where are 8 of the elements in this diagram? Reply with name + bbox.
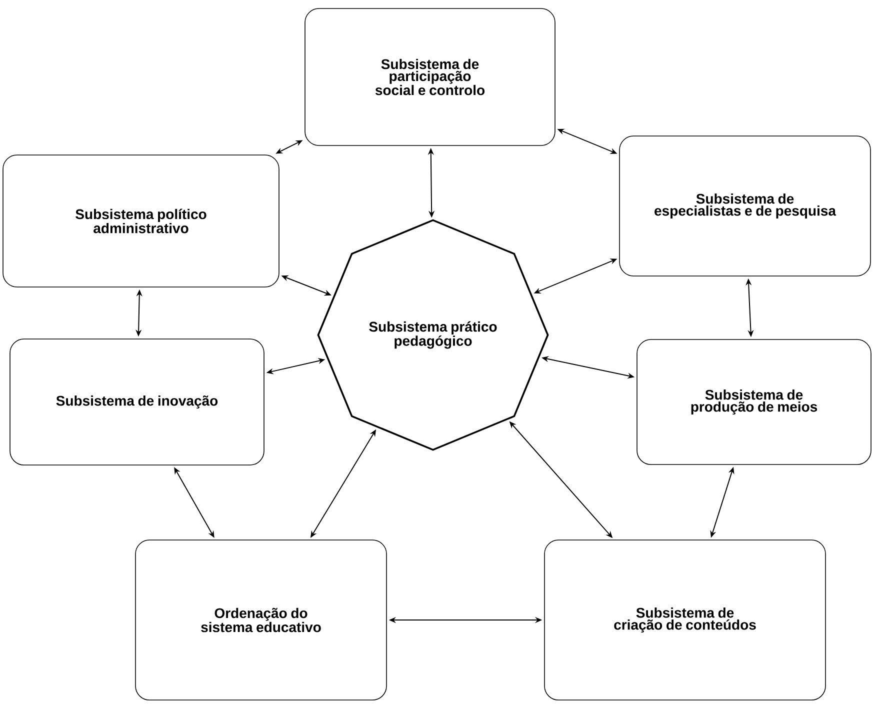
- process-box: Subsistema de inovação: [10, 338, 264, 466]
- octagon-node: Subsistema prático pedagógico: [317, 219, 549, 451]
- process-box: Subsistema de especialistas e de pesquisa: [619, 136, 871, 276]
- process-box: Subsistema de criação de conteúdos: [544, 540, 826, 700]
- process-box: Subsistema de produção de meios: [636, 339, 872, 465]
- process-box: Subsistema político administrativo: [2, 154, 280, 288]
- process-box: Subsistema de participação social e controlo: [304, 8, 556, 146]
- process-box: Ordenação do sistema educativo: [135, 540, 387, 700]
